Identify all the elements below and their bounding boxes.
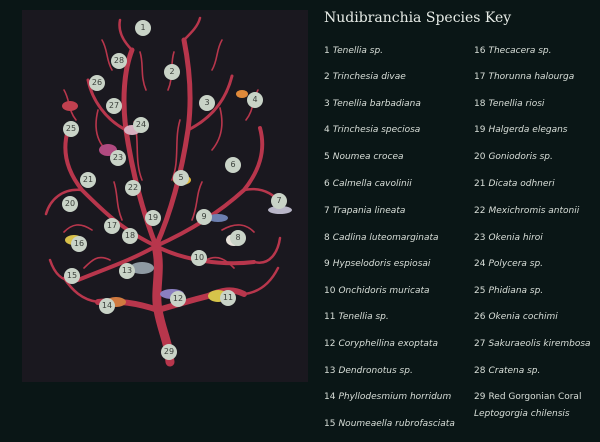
- marker-20: 20: [62, 196, 78, 212]
- marker-10: 10: [191, 250, 207, 266]
- marker-18: 18: [122, 228, 138, 244]
- marker-29: 29: [161, 344, 177, 360]
- marker-13: 13: [119, 263, 135, 279]
- illustration-plate: 1 2 3 4 5 6 7 8 9 10 11 12 13 14 15 16 1…: [22, 10, 308, 382]
- marker-19: 19: [145, 210, 161, 226]
- marker-28: 28: [111, 53, 127, 69]
- marker-26: 26: [89, 75, 105, 91]
- marker-25: 25: [63, 121, 79, 137]
- marker-27: 27: [106, 98, 122, 114]
- marker-23: 23: [110, 150, 126, 166]
- key-title: Nudibranchia Species Key: [324, 10, 512, 26]
- marker-16: 16: [71, 236, 87, 252]
- marker-3: 3: [199, 95, 215, 111]
- marker-21: 21: [80, 172, 96, 188]
- marker-7: 7: [271, 193, 287, 209]
- marker-24: 24: [133, 117, 149, 133]
- marker-5: 5: [173, 170, 189, 186]
- marker-6: 6: [225, 157, 241, 173]
- marker-12: 12: [170, 291, 186, 307]
- marker-22: 22: [125, 180, 141, 196]
- marker-8: 8: [230, 230, 246, 246]
- marker-14: 14: [99, 298, 115, 314]
- marker-2: 2: [164, 64, 180, 80]
- marker-1: 1: [135, 20, 151, 36]
- marker-9: 9: [196, 209, 212, 225]
- marker-4: 4: [247, 92, 263, 108]
- marker-17: 17: [104, 218, 120, 234]
- key-item-29-scientific-name: Leptogorgia chilensis: [474, 409, 570, 419]
- marker-15: 15: [64, 268, 80, 284]
- marker-11: 11: [220, 290, 236, 306]
